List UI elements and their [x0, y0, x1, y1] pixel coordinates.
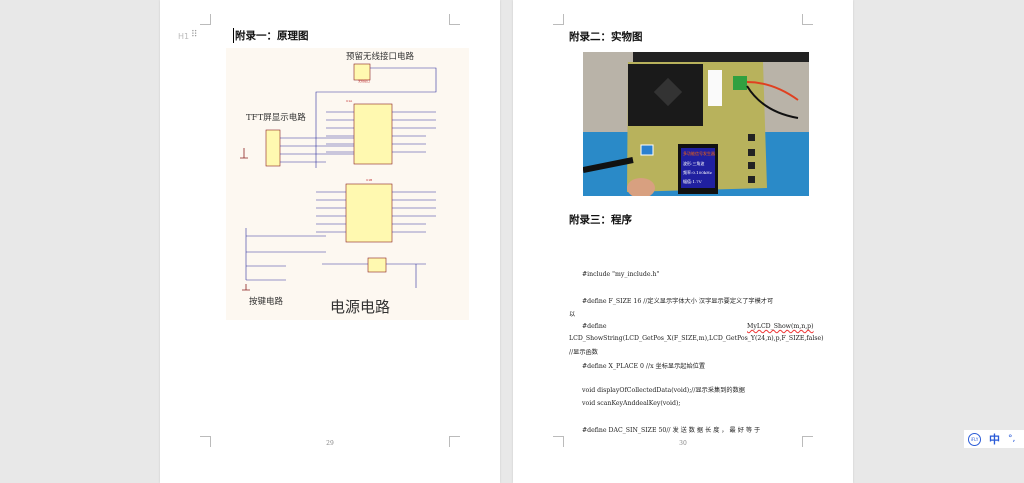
heading-style-marker[interactable]: H1 — [178, 32, 190, 41]
ime-logo-icon[interactable]: iFLY — [968, 432, 981, 446]
schematic-image: 无线接口 U1B U1A 预留无线接口电路 TFT屏显示电路 按键电路 电源电路 — [226, 48, 469, 320]
photo-drawing: 多功能信号发生器 波形:三角波 频率:0.100kHz 幅值:1.7V — [583, 52, 809, 196]
page-30: 附录二：实物图 多功能信号发生器 波形:三角波 频率:0.100kHz 幅值:1… — [513, 0, 853, 483]
label-key-circuit: 按键电路 — [249, 297, 284, 307]
page-29: H1 ⠿ 附录一：原理图 无线接口 U1B U1A — [160, 0, 500, 483]
svg-text:U1B: U1B — [366, 178, 372, 182]
svg-text:幅值:1.7V: 幅值:1.7V — [683, 178, 702, 184]
page-number: 29 — [326, 440, 334, 447]
schematic-drawing: 无线接口 U1B U1A — [240, 63, 437, 291]
hardware-photo: 多功能信号发生器 波形:三角波 频率:0.100kHz 幅值:1.7V — [583, 52, 809, 196]
svg-text:频率:0.100kHz: 频率:0.100kHz — [683, 169, 712, 175]
code-line: #define DAC_SIN_SIZE 50// 发 送 数 据 长 度 ， … — [582, 427, 761, 434]
ime-toolbar[interactable]: iFLY 中 °, — [964, 430, 1024, 448]
appendix-2-heading: 附录二：实物图 — [569, 31, 643, 43]
code-line: 以 — [569, 311, 576, 318]
code-line: void displayOfCollectedData(void);//显示采集… — [582, 387, 745, 394]
svg-text:U1A: U1A — [346, 99, 353, 103]
label-power-circuit: 电源电路 — [330, 298, 391, 316]
code-line: #define X_PLACE 0 //x 坐标显示起始位置 — [582, 363, 706, 370]
label-wireless-circuit: 预留无线接口电路 — [346, 52, 415, 62]
code-line: #define — [582, 323, 607, 330]
appendix-3-heading: 附录三：程序 — [569, 214, 632, 226]
code-line: LCD_ShowString(LCD_GetPos_X(F_SIZE,m),LC… — [569, 335, 824, 342]
page-number: 30 — [679, 440, 687, 447]
svg-text:无线接口: 无线接口 — [358, 78, 370, 83]
code-line: //显示函数 — [569, 349, 598, 356]
svg-text:多功能信号发生器: 多功能信号发生器 — [683, 150, 715, 156]
code-line: void scanKeyAnddealKey(void); — [582, 400, 681, 407]
code-line: MyLCD_Show(m,n,p) — [747, 323, 814, 330]
code-line: #include "my_include.h" — [582, 271, 660, 278]
appendix-1-heading: 附录一：原理图 — [233, 28, 309, 43]
label-tft-circuit: TFT屏显示电路 — [246, 113, 306, 123]
ime-language-toggle[interactable]: 中 — [989, 433, 1000, 446]
drag-handle-icon[interactable]: ⠿ — [191, 30, 198, 40]
ime-punctuation-toggle[interactable]: °, — [1008, 434, 1016, 444]
svg-text:波形:三角波: 波形:三角波 — [683, 160, 704, 166]
code-line: #define F_SIZE 16 //定义显示字体大小 汉字显示要定义了字模才… — [582, 298, 774, 305]
